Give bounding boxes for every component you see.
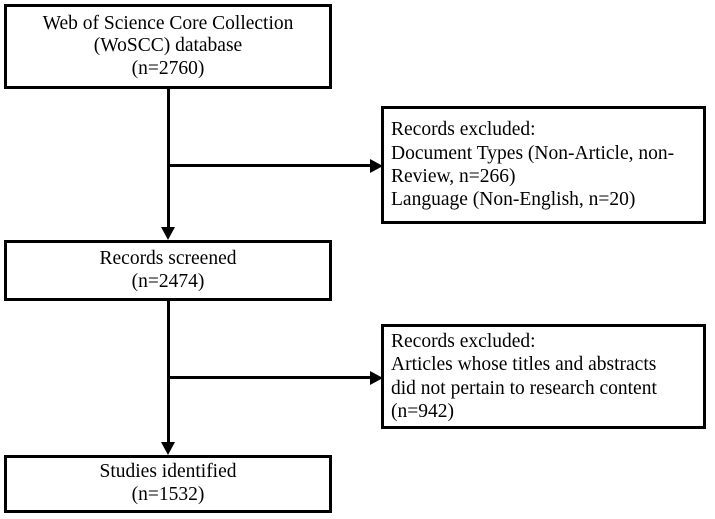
excluded-1-line-4: Language (Non-English, n=20)	[391, 189, 636, 211]
edge-source-to-excluded-1-arrowhead	[370, 158, 383, 173]
excluded-1-line-2: Document Types (Non-Article, non-	[391, 142, 675, 164]
source-line-1: Web of Science Core Collection	[42, 12, 294, 34]
records-excluded-box-2: Records excluded: Articles whose titles …	[381, 324, 706, 429]
screened-line-1: Records screened	[99, 247, 237, 269]
excluded-1-line-3: Review, n=266)	[391, 166, 516, 187]
edge-screened-to-identified-line	[167, 300, 170, 443]
screened-line-2: (n=2474)	[131, 270, 205, 292]
excluded-2-line-3: did not pertain to research content	[391, 377, 657, 399]
source-line-3: (n=2760)	[131, 57, 205, 79]
edge-source-to-screened-line	[167, 88, 170, 228]
studies-identified-box: Studies identified (n=1532)	[4, 455, 332, 513]
records-excluded-box-1: Records excluded: Document Types (Non-Ar…	[381, 106, 706, 224]
edge-screened-to-excluded-2-line	[167, 376, 371, 379]
edge-source-to-excluded-1-line	[167, 164, 371, 167]
edge-screened-to-identified-arrowhead	[161, 442, 175, 455]
excluded-2-line-4: (n=942)	[391, 400, 454, 422]
excluded-2-line-2: Articles whose titles and abstracts	[391, 354, 657, 376]
records-screened-box: Records screened (n=2474)	[4, 240, 332, 301]
web-of-science-source-box: Web of Science Core Collection (WoSCC) d…	[4, 4, 332, 89]
edge-source-to-screened-arrowhead	[161, 227, 175, 240]
source-line-2: (WoSCC) database	[93, 35, 243, 57]
edge-screened-to-excluded-2-arrowhead	[370, 370, 383, 385]
identified-line-1: Studies identified	[99, 461, 237, 483]
excluded-1-line-1: Records excluded:	[391, 119, 536, 141]
identified-line-2: (n=1532)	[131, 484, 205, 505]
excluded-2-line-1: Records excluded:	[391, 330, 536, 352]
